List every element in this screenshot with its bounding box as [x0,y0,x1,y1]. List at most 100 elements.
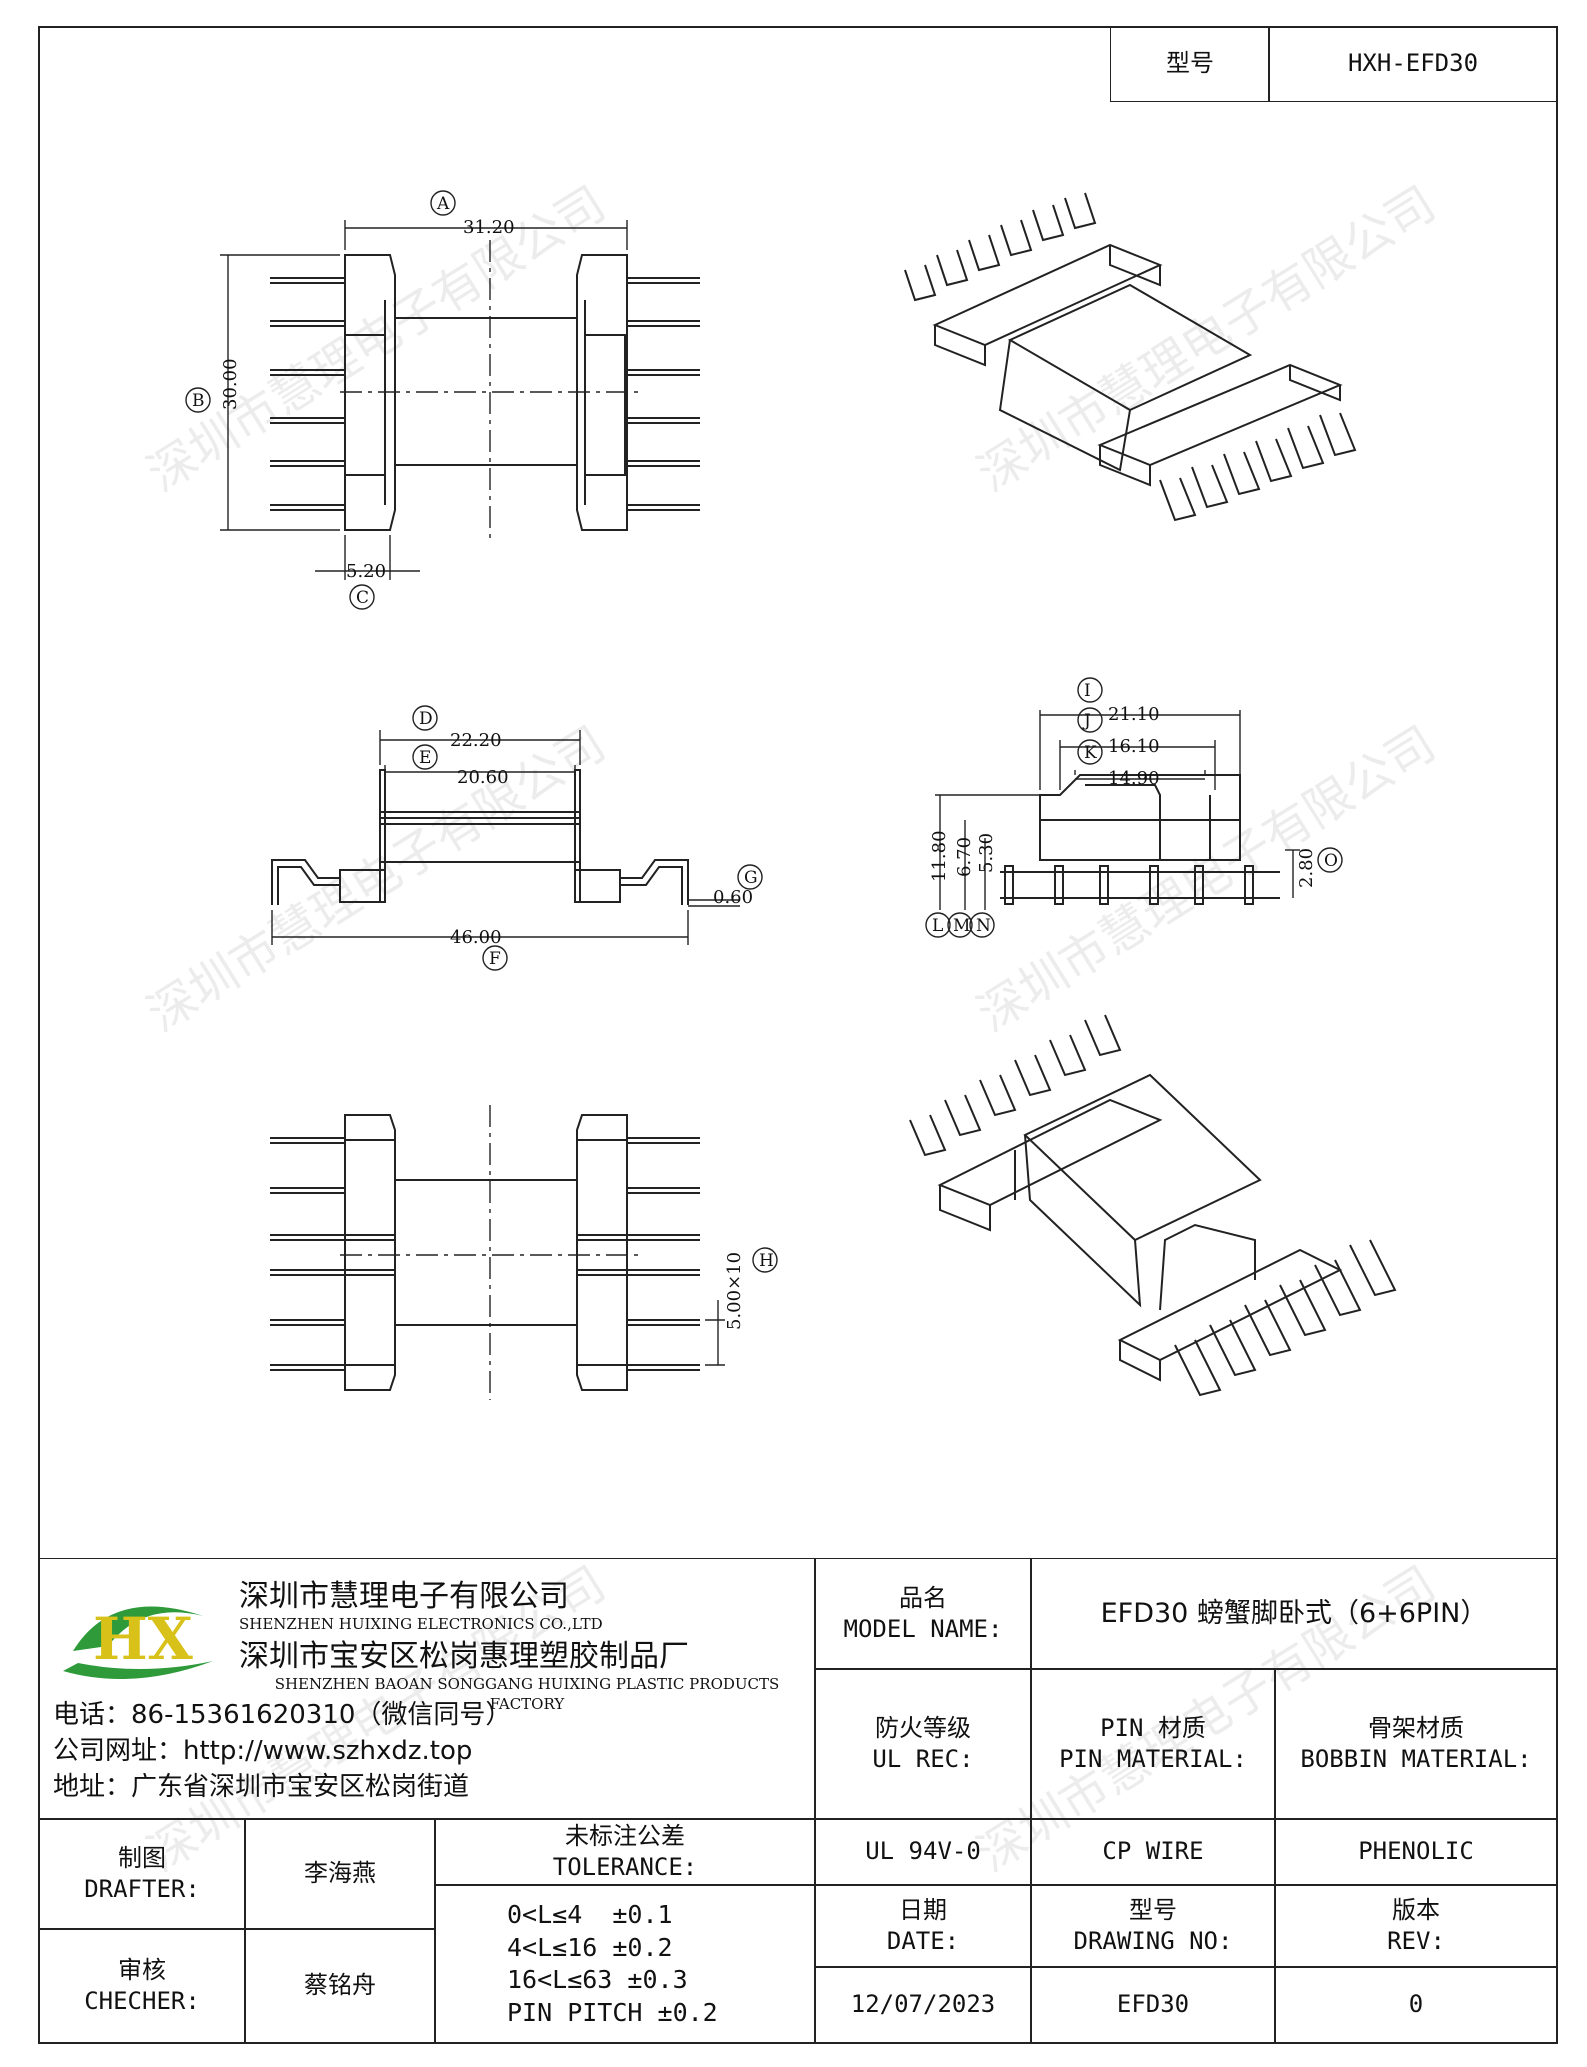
dim-f-value: 46.00 [450,927,502,948]
marker-k: K [1084,743,1097,763]
tolerance-line: 0<L≤4 ±0.1 [507,1900,673,1929]
rev-label-en: REV: [1387,1927,1445,1955]
dim-d-value: 22.20 [450,730,502,751]
checker-label-cn: 审核 [118,1955,166,1984]
ul-value-cell: UL 94V-0 [814,1818,1032,1886]
ul-value: UL 94V-0 [865,1837,981,1866]
marker-b: B [192,391,205,411]
model-name-value: EFD30 螃蟹脚卧式（6+6PIN） [1100,1598,1488,1630]
pin-label-cn: PIN 材质 [1100,1713,1206,1742]
drafter-label-cell: 制图 DRAFTER: [38,1818,246,1930]
dim-g-value: 0.60 [713,887,753,908]
drafter-label-en: DRAFTER: [84,1875,200,1903]
company-name-en: SHENZHEN HUIXING ELECTRONICS CO.,LTD [239,1615,603,1633]
drawing-no-label-cell: 型号 DRAWING NO: [1030,1884,1276,1968]
dim-m-value: 6.70 [954,837,975,877]
drafter-label-cn: 制图 [118,1843,166,1872]
tolerance-line: 16<L≤63 ±0.3 [507,1965,688,1994]
bobbin-value: PHENOLIC [1358,1837,1474,1866]
tolerance-values-cell: 0<L≤4 ±0.1 4<L≤16 ±0.2 16<L≤63 ±0.3 PIN … [434,1884,816,2044]
factory-name-en: SHENZHEN BAOAN SONGGANG HUIXING PLASTIC … [274,1675,780,1713]
marker-f: F [489,949,501,969]
dim-h-value: 5.00×10 [724,1252,745,1330]
pin-label-cell: PIN 材质 PIN MATERIAL: [1030,1668,1276,1820]
marker-o: O [1324,851,1338,871]
dim-i-value: 21.10 [1108,704,1160,725]
company-address: 地址：广东省深圳市宝安区松岗街道 [53,1772,470,1802]
bobbin-value-cell: PHENOLIC [1274,1818,1558,1886]
drawing-no-value-cell: EFD30 [1030,1966,1276,2044]
drafter-name: 李海燕 [304,1859,376,1888]
marker-n: N [976,916,991,936]
dim-a-value: 31.20 [463,217,515,238]
ul-label-cn: 防火等级 [875,1713,971,1742]
factory-name-cn: 深圳市宝安区松岗惠理塑胶制品厂 [239,1639,689,1674]
dim-b-value: 30.00 [220,358,241,410]
pin-label-en: PIN MATERIAL: [1059,1745,1247,1773]
model-value: HXH-EFD30 [1347,49,1479,78]
tolerance-label-cn: 未标注公差 [565,1821,685,1850]
date-label-en: DATE: [886,1927,960,1955]
marker-h: H [759,1251,774,1271]
checker-label-en: CHECHER: [84,1987,200,2015]
drawing-no-label-cn: 型号 [1129,1895,1177,1924]
top-view-drawing: 31.20 30.00 5.20 A B C [185,190,700,610]
tolerance-line: PIN PITCH ±0.2 [507,1997,718,2027]
dim-n-value: 5.30 [976,833,997,873]
pin-value: CP WIRE [1102,1837,1204,1866]
date-value-cell: 12/07/2023 [814,1966,1032,2044]
model-label-cell: 型号 [1110,26,1270,102]
rev-value-cell: 0 [1274,1966,1558,2044]
tolerance-label-en: TOLERANCE: [552,1853,698,1881]
tolerance-line: 4<L≤16 ±0.2 [507,1932,673,1962]
model-name-label-cn: 品名 [899,1583,947,1612]
checker-name: 蔡铭舟 [304,1971,376,2000]
bobbin-label-cn: 骨架材质 [1368,1713,1464,1742]
date-label-cell: 日期 DATE: [814,1884,1032,1968]
rev-value: 0 [1408,1990,1424,2019]
marker-l: L [932,916,943,936]
isometric-view-top [904,192,1357,522]
drafter-name-cell: 李海燕 [244,1818,436,1930]
pin-value-cell: CP WIRE [1030,1818,1276,1886]
rev-label-cell: 版本 REV: [1274,1884,1558,1968]
dim-k-value: 14.90 [1108,768,1160,789]
bottom-view-drawing: 5.00×10 H [270,1105,778,1400]
model-name-value-cell: EFD30 螃蟹脚卧式（6+6PIN） [1030,1558,1558,1670]
marker-j: J [1082,711,1091,731]
dim-l-value: 11.80 [929,830,950,882]
isometric-view-bottom [909,1014,1397,1397]
marker-m: M [953,916,970,936]
side-view-drawing: 21.10 16.10 14.90 11.80 6.70 5.30 2.80 I… [925,677,1343,938]
checker-name-cell: 蔡铭舟 [244,1928,436,2044]
model-label: 型号 [1166,49,1214,78]
company-website: 公司网址：http://www.szhxdz.top [53,1736,473,1766]
marker-g: G [744,868,758,888]
model-value-cell: HXH-EFD30 [1268,26,1558,102]
dim-e-value: 20.60 [457,767,509,788]
ul-label-cell: 防火等级 UL REC: [814,1668,1032,1820]
rev-label-cn: 版本 [1392,1895,1440,1924]
bobbin-label-cell: 骨架材质 BOBBIN MATERIAL: [1274,1668,1558,1820]
marker-e: E [419,748,431,768]
tolerance-label-cell: 未标注公差 TOLERANCE: [434,1818,816,1886]
dim-j-value: 16.10 [1108,736,1160,757]
marker-d: D [419,709,433,729]
front-view-drawing: 22.20 20.60 46.00 0.60 D E F G [271,705,763,971]
company-block: HX 深圳市慧理电子有限公司 SHENZHEN HUIXING ELECTRON… [38,1558,816,1820]
company-phone: 电话：86-15361620310（微信同号） [53,1700,512,1730]
logo-text: HX [93,1605,193,1673]
date-label-cn: 日期 [899,1895,947,1924]
dim-c-value: 5.20 [346,561,386,582]
marker-c: C [356,588,369,608]
model-name-label-cell: 品名 MODEL NAME: [814,1558,1032,1670]
marker-i: I [1084,681,1091,701]
ul-label-en: UL REC: [872,1745,974,1773]
dim-o-value: 2.80 [1296,848,1317,888]
drawing-no-label-en: DRAWING NO: [1073,1927,1233,1955]
checker-label-cell: 审核 CHECHER: [38,1928,246,2044]
marker-a: A [436,194,450,214]
drawing-no-value: EFD30 [1116,1990,1190,2019]
bobbin-label-en: BOBBIN MATERIAL: [1300,1745,1532,1773]
company-name-cn: 深圳市慧理电子有限公司 [239,1579,569,1614]
